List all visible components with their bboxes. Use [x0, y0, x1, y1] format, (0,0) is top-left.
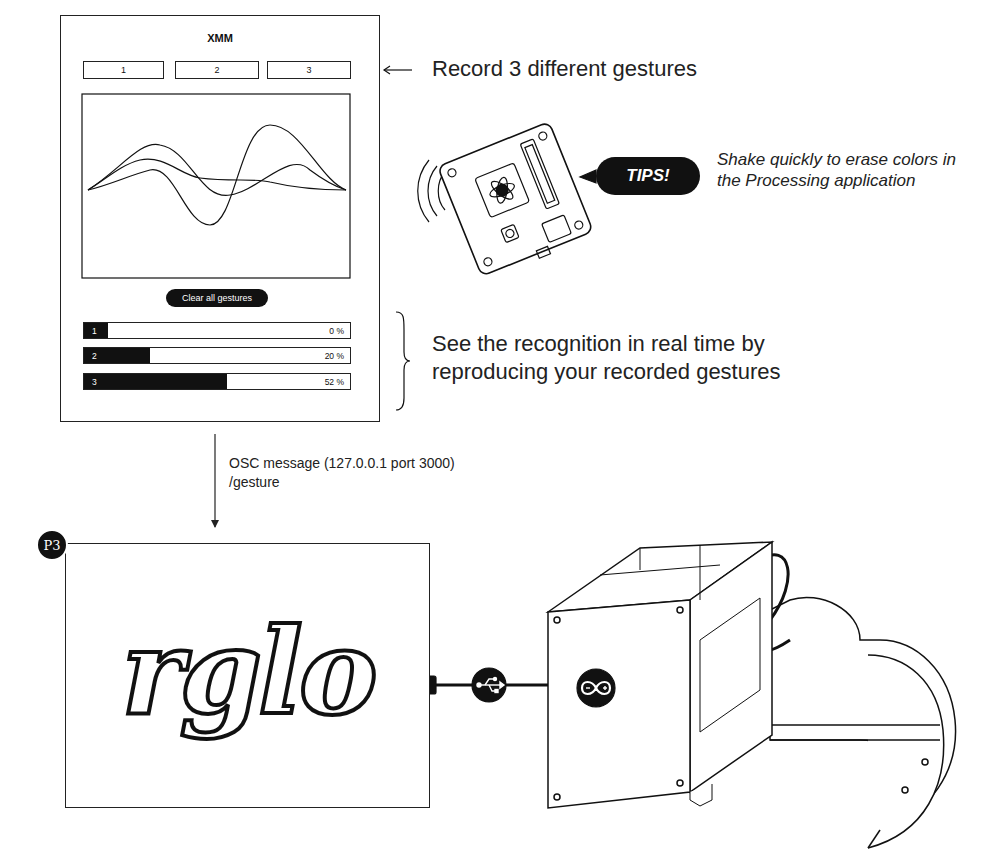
record-button: 3 — [267, 61, 351, 79]
node-text: 52 % — [325, 377, 344, 387]
node-text: 3 — [92, 377, 97, 387]
osc-arrow — [214, 434, 215, 527]
edge-label: OSC message (127.0.0.1 port 3000) /gestu… — [229, 454, 494, 490]
processing-badge: P3 — [36, 529, 68, 561]
node-text: Clear all gestures — [182, 293, 252, 303]
bracket — [396, 312, 410, 410]
processing-window: rgloP3 — [65, 543, 430, 808]
pointer-arrow — [384, 69, 412, 70]
gesture-curve — [88, 159, 346, 190]
node-text: 2 — [214, 65, 219, 75]
node-text: 3 — [306, 65, 311, 75]
node-text: rglo — [121, 613, 373, 731]
node-text: 2 — [92, 351, 97, 361]
annotation: See the recognition in real time by repr… — [432, 330, 822, 385]
arduino-symbol — [582, 682, 610, 694]
node-text: 1 — [121, 65, 126, 75]
wifi-wave — [428, 166, 437, 216]
arduino-logo — [577, 669, 615, 707]
bubble-pointer — [580, 170, 596, 183]
usb-icon — [472, 668, 506, 702]
node-text: 0 % — [329, 326, 344, 336]
node-text: XMM — [61, 32, 379, 44]
gesture-curve — [88, 144, 346, 195]
progress-bar: 2 20 % — [83, 347, 351, 364]
progress-fill — [84, 374, 227, 389]
usb-symbol — [477, 678, 504, 693]
annotation: Record 3 different gestures — [432, 55, 772, 83]
sensor-board — [438, 122, 595, 281]
wifi-wave — [418, 160, 429, 222]
clear-button: Clear all gestures — [166, 289, 268, 307]
record-button: 2 — [175, 61, 259, 79]
chart-frame — [82, 94, 350, 278]
node-text: TIPS! — [626, 166, 669, 186]
gesture-curve — [88, 125, 346, 225]
record-button: 1 — [83, 61, 164, 79]
sign-frame — [770, 597, 956, 848]
annotation: Shake quickly to erase colors in the Pro… — [717, 149, 982, 192]
node-text: 20 % — [325, 351, 344, 361]
arduino-box — [548, 542, 772, 808]
tips-bubble: TIPS! — [596, 157, 700, 195]
progress-bar: 3 52 % — [83, 373, 351, 390]
app-window: XMM123Clear all gestures10 %220 %352 % — [60, 15, 380, 422]
node-text: P3 — [43, 538, 60, 553]
node-text: 1 — [92, 326, 97, 336]
progress-bar: 1 0 % — [83, 322, 351, 339]
arrow-head — [384, 66, 390, 74]
